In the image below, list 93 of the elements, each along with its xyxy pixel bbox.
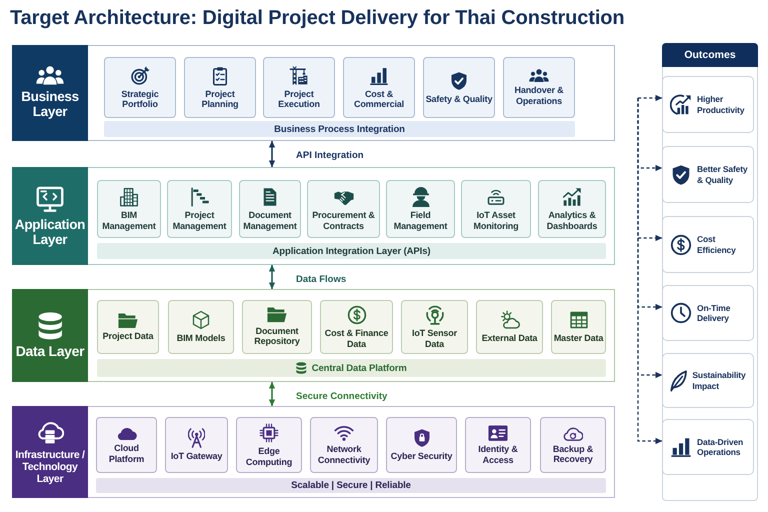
layer-title: Infrastructure / Technology Layer — [14, 450, 86, 486]
component-label: Cost & Commercial — [352, 88, 406, 110]
diagram-title: Target Architecture: Digital Project Delivery for Thai Construction — [10, 7, 625, 30]
component-card — [97, 180, 161, 238]
component-card — [236, 417, 302, 473]
component-label: Identity & Access — [477, 444, 519, 466]
component-card — [239, 180, 301, 238]
component-label: Project Execution — [277, 88, 321, 110]
bar-label: Business Process Integration — [274, 124, 405, 134]
layer-title: Business Layer — [20, 89, 80, 120]
bar-label: Application Integration Layer (APIs) — [272, 246, 430, 256]
component-label: BIM Models — [176, 333, 226, 344]
bar-label: Scalable | Secure | Reliable — [291, 480, 411, 491]
component-card — [96, 417, 157, 473]
component-card — [540, 417, 606, 473]
component-card — [386, 180, 455, 238]
component-label: Edge Computing — [244, 446, 294, 467]
component-label: Procurement & Contracts — [311, 210, 376, 231]
edge-label: API Integration — [296, 150, 364, 161]
component-label: External Data — [482, 333, 538, 344]
layer-band — [12, 289, 615, 382]
outcome-card — [662, 353, 754, 408]
outcome-label: Data-Driven Operations — [697, 436, 744, 458]
component-card — [476, 300, 543, 354]
component-card — [168, 300, 234, 354]
outcome-label: Better Safety & Quality — [697, 164, 748, 185]
outcome-label: On-Time Delivery — [697, 302, 732, 324]
component-card — [320, 300, 393, 354]
component-card — [184, 57, 256, 118]
edge-label: Secure Connectivity — [296, 391, 388, 402]
component-label: Cyber Security — [390, 451, 452, 462]
dashed-arrow — [637, 94, 662, 102]
outcome-card — [662, 146, 754, 203]
outcome-label: Sustainability Impact — [692, 370, 747, 391]
component-label: Field Management — [392, 210, 448, 231]
component-card — [386, 417, 457, 473]
outcome-card — [662, 285, 754, 341]
double-arrow — [268, 264, 276, 290]
component-label: Strategic Portfolio — [120, 88, 160, 110]
double-arrow — [268, 140, 276, 168]
component-card — [167, 180, 232, 238]
component-card — [538, 180, 606, 238]
component-label: Handover & Operations — [513, 85, 564, 106]
dashed-arrow — [637, 98, 662, 444]
component-label: Project Management — [172, 210, 228, 231]
component-label: IoT Gateway — [170, 451, 222, 462]
component-label: Master Data — [554, 333, 604, 344]
layer-band — [12, 45, 615, 141]
component-label: Safety & Quality — [426, 94, 492, 104]
outcomes-panel — [662, 43, 758, 501]
layer-band — [12, 406, 615, 498]
integration-bar — [97, 243, 606, 259]
component-label: Project Planning — [200, 88, 240, 110]
edge-label: Data Flows — [296, 274, 346, 285]
layer-title: Application Layer — [14, 216, 86, 248]
layer-title: Data Layer — [16, 344, 84, 360]
component-card — [104, 57, 176, 118]
component-label: Document Management — [242, 210, 298, 231]
component-card — [503, 57, 575, 118]
component-card — [423, 57, 495, 118]
bar-label: Central Data Platform — [312, 362, 407, 374]
component-label: Cost & Finance Data — [324, 328, 390, 349]
component-label: IoT Sensor Data — [410, 328, 458, 349]
component-card — [461, 180, 531, 238]
component-label: Document Repository — [253, 326, 301, 347]
outcome-card — [662, 76, 754, 133]
component-label: Backup & Recovery — [552, 444, 594, 464]
component-card — [263, 57, 335, 118]
component-card — [97, 300, 159, 354]
component-card — [401, 300, 468, 354]
component-card — [551, 300, 606, 354]
integration-bar — [97, 359, 606, 377]
layer-band — [12, 167, 615, 265]
component-label: Analytics & Dashboards — [546, 210, 598, 231]
component-card — [307, 180, 380, 238]
integration-bar — [96, 478, 606, 493]
outcome-label: Higher Productivity — [697, 94, 746, 115]
outcome-card — [662, 216, 754, 273]
double-arrow — [268, 382, 276, 406]
component-label: Cloud Platform — [108, 443, 146, 464]
component-card — [310, 417, 378, 473]
component-card — [343, 57, 415, 118]
panel-header: Outcomes — [662, 43, 758, 67]
integration-bar — [104, 121, 575, 137]
component-card — [465, 417, 531, 473]
component-card — [242, 300, 312, 354]
component-label: BIM Management — [101, 210, 157, 231]
component-label: Project Data — [102, 331, 154, 342]
component-card — [165, 417, 228, 473]
component-label: IoT Asset Monitoring — [472, 210, 520, 231]
outcome-card — [662, 419, 754, 475]
outcome-label: Cost Efficiency — [697, 234, 737, 255]
component-label: Network Connectivity — [316, 444, 372, 465]
